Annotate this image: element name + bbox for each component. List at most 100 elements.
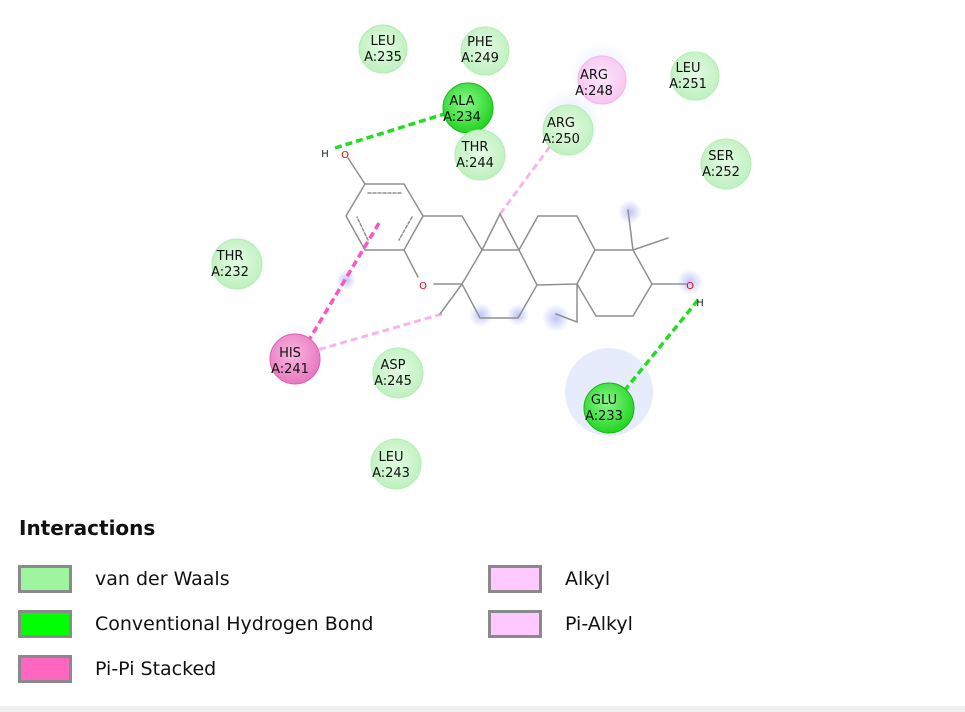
residue-name: THR [216,249,244,264]
legend-swatch [488,610,542,638]
residue-id: A:233 [585,409,623,424]
residue-leu235[interactable]: LEU A:235 [358,24,408,74]
residue-name: LEU [371,34,396,49]
atom-halo [507,304,529,326]
ligand-structure [345,157,687,324]
residue-name: LEU [379,450,404,465]
residue-id: A:235 [364,50,402,65]
legend-item-hydrogen-bond: Conventional Hydrogen Bond [18,606,373,642]
residue-id: A:252 [702,165,740,180]
bond [481,212,520,251]
residue-name: PHE [467,35,493,50]
residue-thr244[interactable]: THR A:244 [454,129,506,181]
residue-id: A:241 [271,362,309,377]
residue-name: LEU [676,61,701,76]
residue-id: A:244 [456,156,494,171]
residue-id: A:249 [461,51,499,66]
atom-halo [542,304,570,332]
legend-item-pi-pi-stacked: Pi-Pi Stacked [18,651,216,687]
residue-name: ALA [449,94,474,109]
oxygen-atom: O [341,150,349,161]
residue-disc [358,24,408,74]
residue-disc [454,129,506,181]
residue-name: ARG [547,116,575,131]
legend-swatch [18,610,72,638]
aromatic-inner [356,192,413,241]
interaction-diagram: O H O O H LEU A:235 PHE A:249 ARG A:248 … [207,24,752,490]
legend-swatch [18,655,72,683]
residue-arg250[interactable]: ARG A:250 [542,104,594,156]
residue-disc [577,55,627,105]
residue-disc [583,382,635,434]
pialkyl-line-his241 [299,312,443,357]
residue-ala234[interactable]: ALA A:234 [442,82,494,134]
legend-label: Alkyl [565,568,611,590]
residue-disc [460,26,510,76]
hbond-line-glu233 [618,298,700,398]
residue-arg248[interactable]: ARG A:248 [575,55,627,105]
residue-leu251[interactable]: LEU A:251 [669,51,720,101]
legend-swatch [488,565,542,593]
residue-name: GLU [591,393,617,408]
residue-id: A:250 [542,132,580,147]
residues: LEU A:235 PHE A:249 ARG A:248 LEU A:251 … [211,24,752,490]
legend-swatch [18,565,72,593]
residue-id: A:245 [374,374,412,389]
bond [461,249,538,319]
ring-oxygen-atom: O [419,281,427,292]
residue-id: A:251 [669,77,707,92]
bond [518,215,596,286]
atom-halos [336,200,703,332]
residue-disc [211,238,263,290]
hydrogen-atom: H [696,298,704,309]
bond [555,283,578,324]
atom-halo [336,270,356,290]
alkyl-line-arg250 [498,132,562,215]
residue-phe249[interactable]: PHE A:249 [460,26,510,76]
bond [576,249,653,317]
residue-id: A:232 [211,265,249,280]
ligand-atoms: O H O O H [321,149,704,309]
residue-his241[interactable]: HIS A:241 [269,333,321,385]
legend-item-van-der-waals: van der Waals [18,561,230,597]
residue-asp245[interactable]: ASP A:245 [372,347,424,399]
oxygen-atom: O [686,281,694,292]
interaction-lines [298,108,700,398]
residue-id: A:248 [575,84,613,99]
bond [347,157,366,185]
bond [439,283,463,315]
bond [403,215,483,285]
residue-disc [370,438,422,490]
legend-item-alkyl: Alkyl [488,561,610,597]
residue-id: A:243 [372,466,410,481]
legend-item-pi-alkyl: Pi-Alkyl [488,606,633,642]
residue-name: THR [461,140,489,155]
legend-label: Conventional Hydrogen Bond [95,613,374,635]
atom-halo [677,269,703,295]
bottom-bar [0,706,965,712]
residue-id: A:234 [443,110,481,125]
residue-name: ASP [381,358,406,373]
residue-name: HIS [279,346,301,361]
legend-label: Pi-Pi Stacked [95,658,217,680]
hydrogen-atom: H [321,149,329,160]
residue-name: SER [708,149,734,164]
residue-glu233[interactable]: GLU A:233 [583,382,635,434]
residue-ser252[interactable]: SER A:252 [700,138,752,190]
residue-thr232[interactable]: THR A:232 [211,238,263,290]
residue-disc [542,104,594,156]
residue-name: ARG [580,68,608,83]
atom-halo [618,200,642,224]
residue-disc [372,347,424,399]
residue-disc [670,51,720,101]
residue-leu243[interactable]: LEU A:243 [370,438,422,490]
legend-label: Pi-Alkyl [565,613,633,635]
legend-label: van der Waals [95,568,230,590]
residue-disc [269,333,321,385]
bond [627,209,669,251]
legend-title: Interactions [19,516,156,540]
pipi-line-his241 [298,222,381,356]
atom-halo [469,303,493,327]
hbond-line-ala234 [334,108,458,150]
residue-disc [700,138,752,190]
